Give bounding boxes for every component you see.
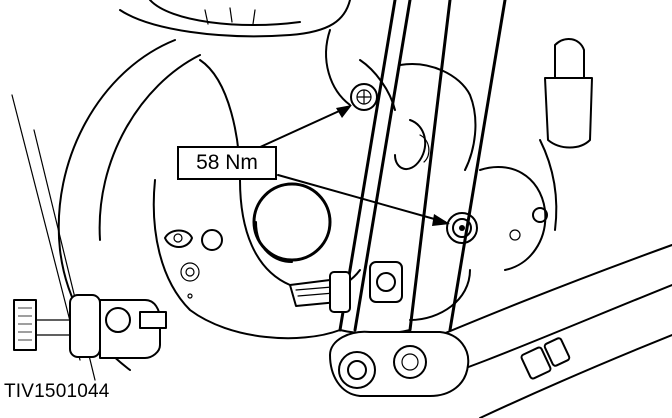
upper-spring-coil [119, 0, 351, 38]
brake-caliper [509, 38, 593, 241]
upper-mounting-bolt [350, 83, 378, 111]
hub-bore [252, 182, 332, 263]
lower-link-fitting [289, 261, 403, 313]
wheel-knuckle [152, 29, 547, 340]
torque-callout-label: 58 Nm [177, 146, 277, 180]
knuckle-holes [164, 229, 223, 299]
torque-leader-lines [257, 105, 450, 226]
lower-control-arm [329, 244, 672, 418]
left-bush-bracket [13, 294, 167, 359]
figure-id-label: TIV1501044 [4, 381, 110, 402]
lower-mounting-bolt [446, 212, 478, 244]
strut-link [338, 0, 507, 335]
